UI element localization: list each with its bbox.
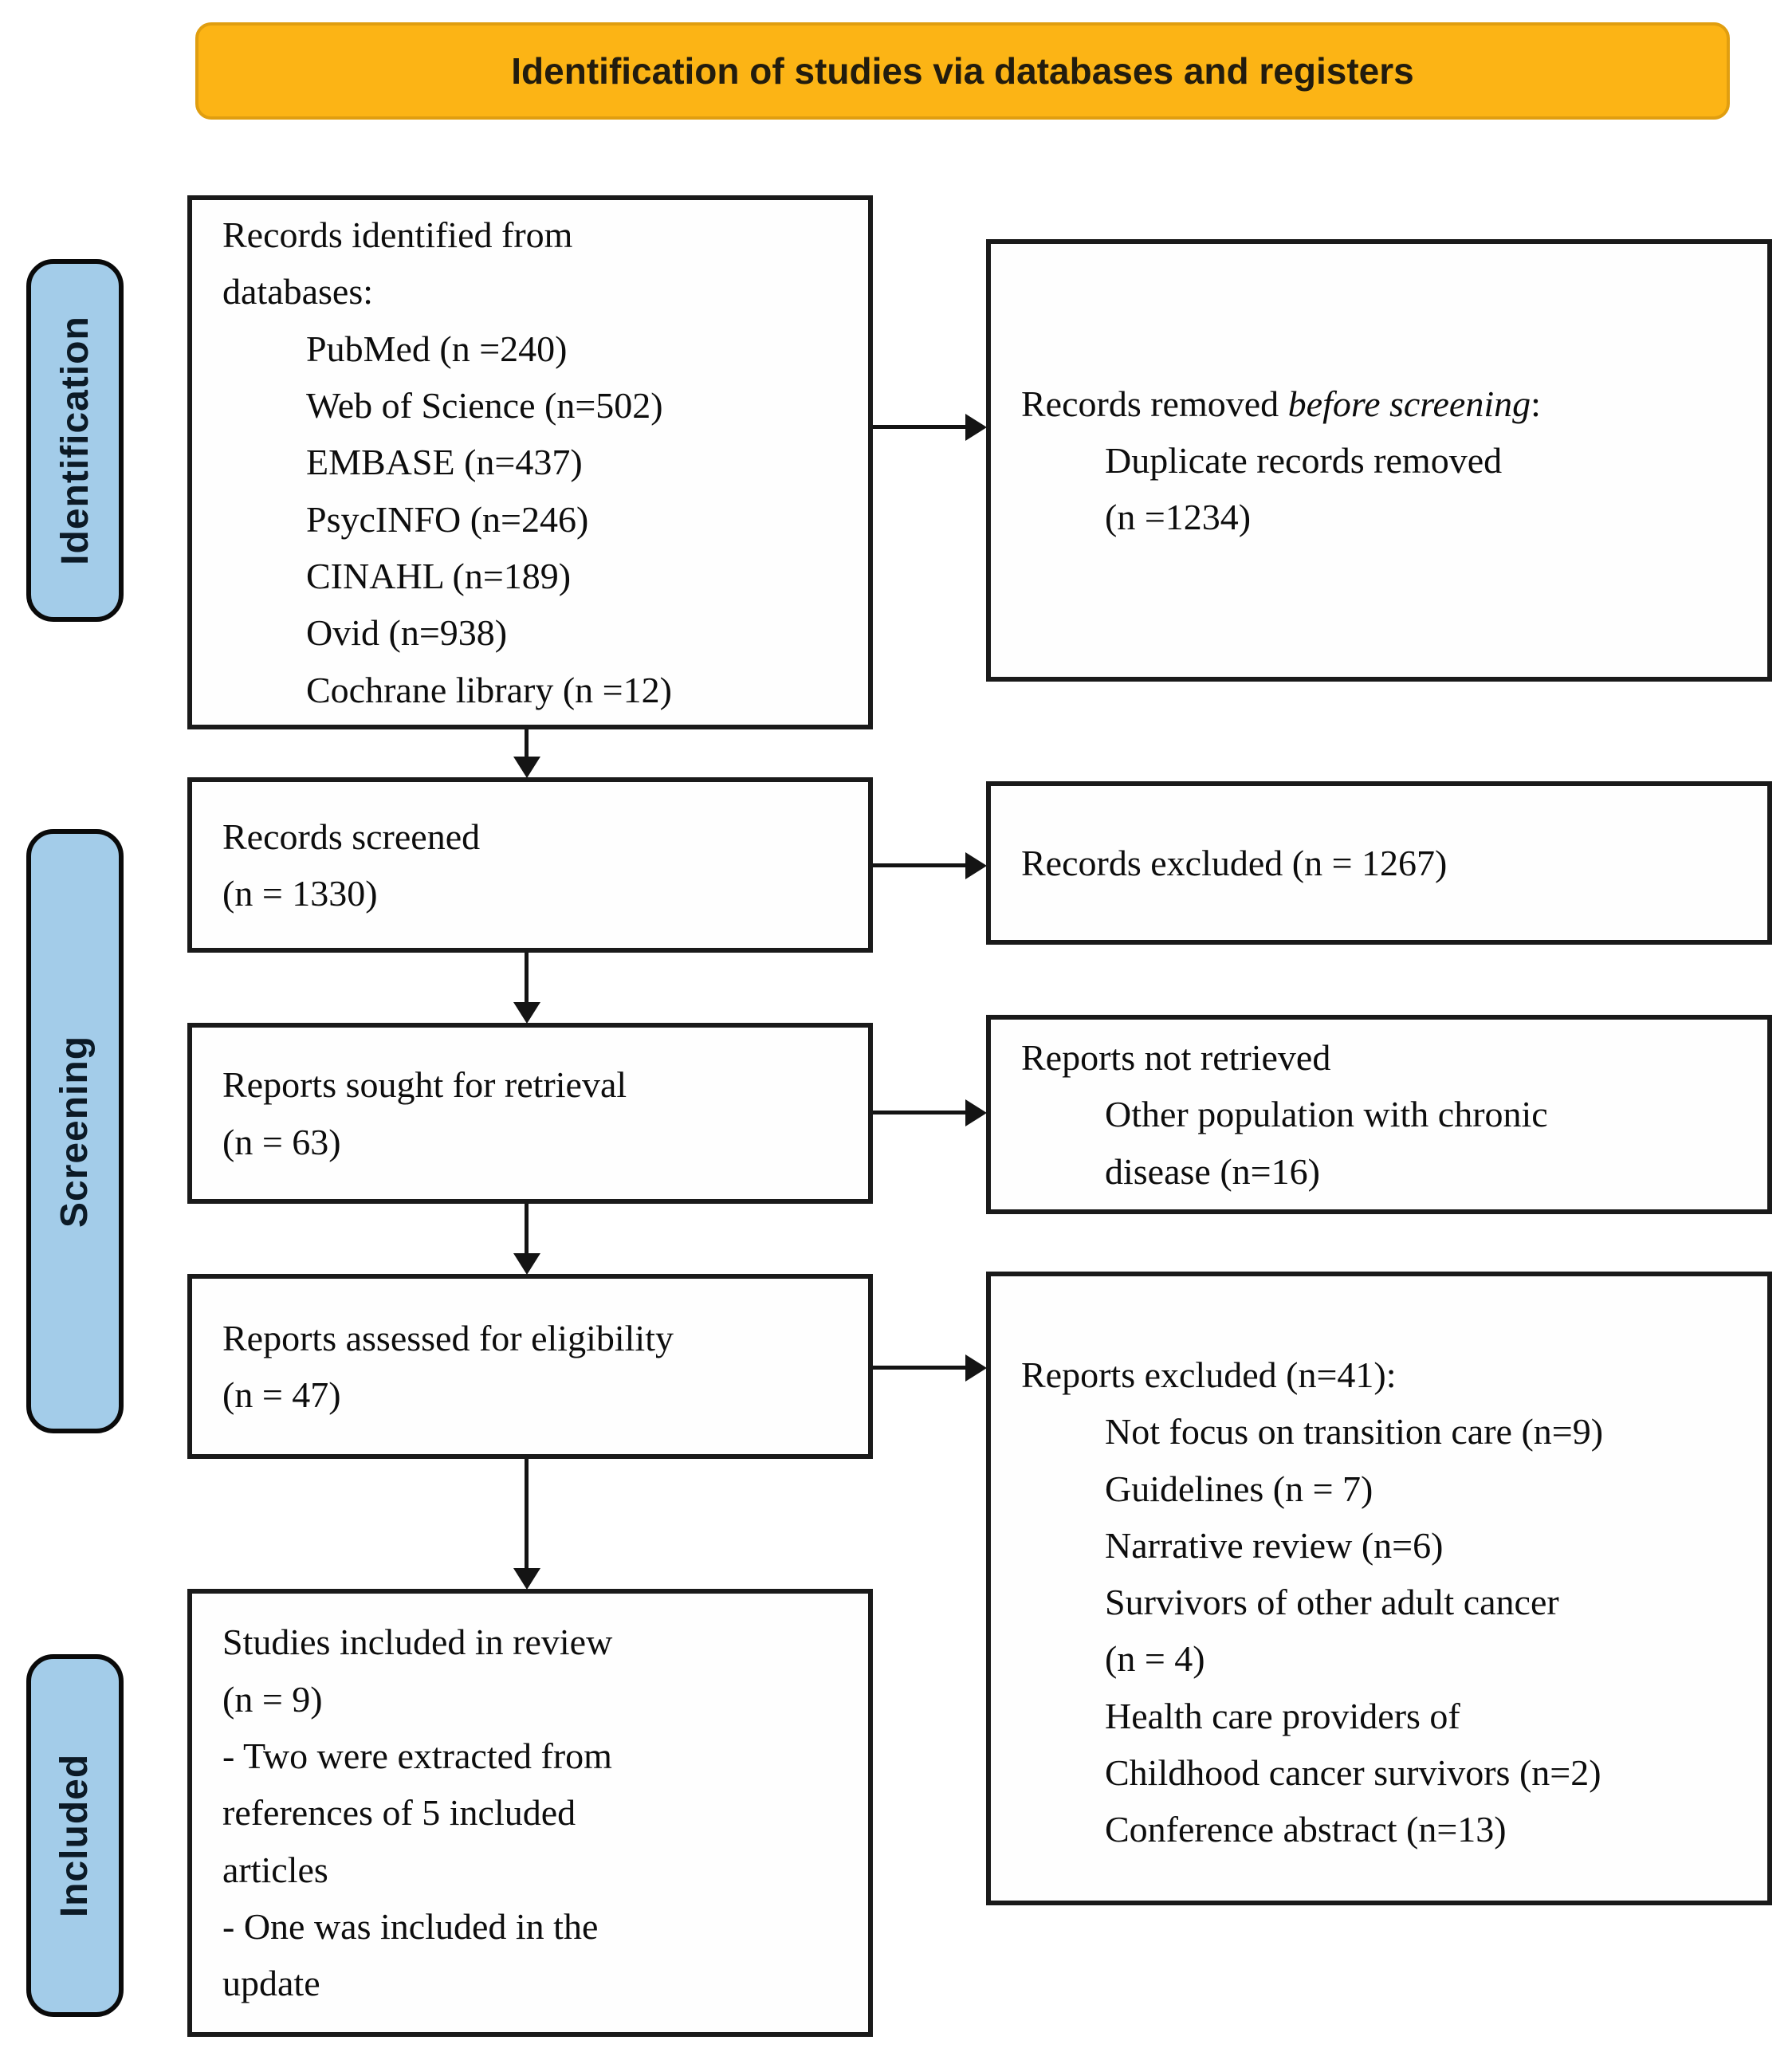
title-prefix: Records removed [1021, 383, 1288, 424]
box-reports-excluded: Reports excluded (n=41): Not focus on tr… [986, 1272, 1772, 1905]
box-text: Records excluded (n = 1267) [1021, 842, 1448, 883]
excluded-reason: Health care providers of Childhood cance… [1105, 1695, 1601, 1794]
excluded-reasons-list: Not focus on transition care (n=9) Guidel… [1021, 1403, 1737, 1857]
not-retrieved-reason: Other population with chronic disease (n… [1105, 1094, 1548, 1192]
arrow-screened-to-excluded [873, 863, 965, 867]
title-suffix: : [1531, 383, 1541, 424]
removed-reason: Duplicate records removed (n =1234) [1105, 439, 1503, 538]
box-records-removed: Records removed before screening: Duplic… [986, 239, 1772, 682]
box-title: Records identified from databases: [222, 214, 573, 313]
box-text: Reports assessed for eligibility (n = 47… [222, 1317, 674, 1415]
box-records-screened: Records screened (n = 1330) [187, 777, 873, 953]
not-retrieved-reasons-list: Other population with chronic disease (n… [1021, 1086, 1737, 1200]
box-text: Records screened (n = 1330) [222, 816, 481, 914]
arrow-sought-to-not-retrieved [873, 1111, 965, 1114]
title-italic: before screening [1287, 383, 1531, 424]
box-title: Reports excluded (n=41): [1021, 1354, 1397, 1395]
excluded-reason: Guidelines (n = 7) [1105, 1468, 1373, 1509]
stage-label-text: Identification [53, 316, 96, 565]
stage-label-text: Screening [53, 1035, 96, 1228]
excluded-reason: Survivors of other adult cancer (n = 4) [1105, 1582, 1559, 1680]
box-title: Reports not retrieved [1021, 1037, 1331, 1079]
arrow-identified-to-removed [873, 425, 965, 429]
stage-label-text: Included [53, 1753, 96, 1918]
box-text: Studies included in review (n = 9) - Two… [222, 1622, 613, 2004]
diagram-title: Identification of studies via databases … [511, 50, 1414, 92]
box-records-identified: Records identified from databases: PubMe… [187, 195, 873, 729]
database-count: Cochrane library (n =12) [306, 669, 672, 710]
stage-label-included: Included [26, 1654, 124, 2017]
database-count: Web of Science (n=502) [306, 385, 663, 427]
arrow-screened-to-sought [525, 953, 529, 1002]
database-count: CINAHL (n=189) [306, 555, 572, 596]
database-count: PubMed (n =240) [306, 328, 568, 369]
stage-label-screening: Screening [26, 829, 124, 1433]
box-studies-included: Studies included in review (n = 9) - Two… [187, 1589, 873, 2037]
excluded-reason: Not focus on transition care (n=9) [1105, 1411, 1604, 1453]
box-reports-sought: Reports sought for retrieval (n = 63) [187, 1023, 873, 1204]
removed-reasons-list: Duplicate records removed (n =1234) [1021, 432, 1737, 546]
database-count: Ovid (n=938) [306, 612, 508, 654]
database-count: PsycINFO (n=246) [306, 498, 589, 540]
diagram-title-banner: Identification of studies via databases … [195, 22, 1730, 120]
box-reports-assessed: Reports assessed for eligibility (n = 47… [187, 1274, 873, 1459]
box-text: Reports sought for retrieval (n = 63) [222, 1064, 627, 1162]
box-records-excluded: Records excluded (n = 1267) [986, 781, 1772, 945]
arrow-assessed-to-excluded [873, 1366, 965, 1370]
excluded-reason: Conference abstract (n=13) [1105, 1809, 1507, 1850]
excluded-reason: Narrative review (n=6) [1105, 1524, 1444, 1566]
arrow-assessed-to-included [525, 1459, 529, 1568]
box-reports-not-retrieved: Reports not retrieved Other population w… [986, 1015, 1772, 1214]
stage-label-identification: Identification [26, 259, 124, 622]
arrow-identified-to-screened [525, 729, 529, 757]
database-list: PubMed (n =240) Web of Science (n=502) EMB… [222, 320, 838, 718]
box-title: Records removed before screening: [1021, 375, 1737, 432]
arrow-sought-to-assessed [525, 1204, 529, 1253]
database-count: EMBASE (n=437) [306, 442, 583, 483]
